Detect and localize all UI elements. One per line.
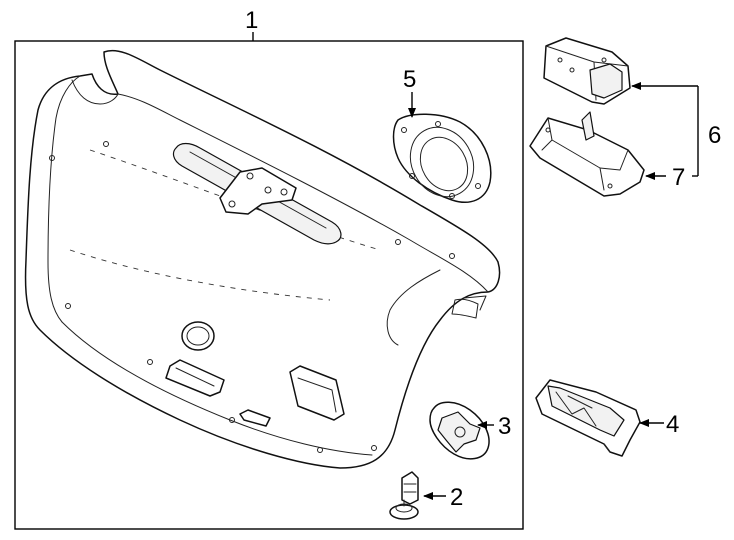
trunk-trim-panel [24, 49, 501, 469]
part-4-bezel [535, 379, 641, 457]
part-7-bracket [529, 111, 645, 197]
callout-6-label: 6 [708, 122, 721, 149]
part-1-frame [14, 40, 524, 530]
callout-2-label: 2 [450, 484, 463, 511]
callout-1-label: 1 [245, 7, 258, 34]
part-3-bumper [429, 401, 490, 460]
callout-5-label: 5 [403, 66, 416, 93]
callout-7-label: 7 [672, 164, 685, 191]
callout-3-label: 3 [498, 413, 511, 440]
callout-4-label: 4 [666, 411, 679, 438]
part-2-clip [389, 471, 419, 520]
part-5-ring [392, 113, 492, 203]
part-6-lamp [543, 37, 631, 105]
